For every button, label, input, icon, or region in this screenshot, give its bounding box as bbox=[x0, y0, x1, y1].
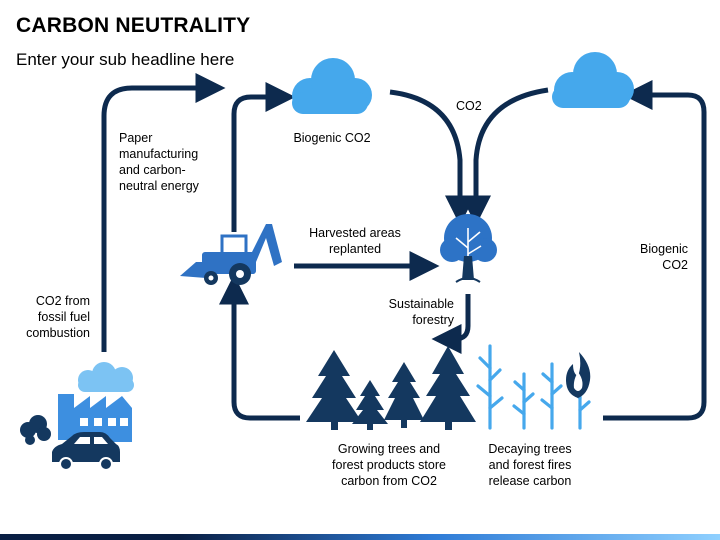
arrow-rightcloud-to-tree bbox=[461, 87, 549, 226]
arrow-forest-to-tractor bbox=[219, 274, 300, 421]
tree-icon bbox=[440, 214, 497, 283]
dead-tree-icon bbox=[476, 344, 504, 430]
cloud-icon bbox=[292, 58, 372, 114]
label-harvested: Harvested areas replanted bbox=[309, 226, 401, 256]
smoke-icon bbox=[20, 415, 51, 445]
pine-tree-icon bbox=[352, 380, 388, 430]
page-title: CARBON NEUTRALITY bbox=[16, 14, 251, 37]
label-biogenic-left: Biogenic CO2 bbox=[293, 131, 371, 145]
label-decaying: Decaying trees and forest fires release … bbox=[488, 442, 572, 488]
car-icon bbox=[52, 432, 120, 471]
label-growing: Growing trees and forest products store … bbox=[332, 442, 446, 488]
tractor-icon bbox=[180, 224, 282, 285]
footer-gradient-bar bbox=[0, 534, 720, 540]
dead-tree-icon bbox=[540, 362, 563, 430]
smoke-icon bbox=[78, 362, 134, 392]
fire-icon bbox=[566, 352, 591, 398]
pine-tree-icon bbox=[384, 362, 424, 428]
pine-tree-icon bbox=[420, 346, 476, 430]
arrow-cloud-to-tree bbox=[389, 89, 475, 226]
label-paper-manufacturing: Paper manufacturing and carbon-neutral e… bbox=[119, 131, 199, 193]
label-biogenic-right: Biogenic CO2 bbox=[640, 242, 688, 272]
arrow-tree-to-forest bbox=[431, 294, 471, 354]
label-co2-top: CO2 bbox=[456, 99, 482, 113]
arrow-decay-to-rightcloud bbox=[603, 80, 707, 421]
arrow-fossil-to-paper bbox=[101, 73, 226, 352]
pine-tree-icon bbox=[306, 350, 362, 430]
label-sustainable: Sustainable forestry bbox=[388, 297, 454, 327]
cloud-icon bbox=[552, 52, 634, 108]
dead-tree-icon bbox=[512, 372, 535, 430]
label-co2-fossil: CO2 from fossil fuel combustion bbox=[26, 294, 90, 340]
page-subtitle: Enter your sub headline here bbox=[16, 50, 235, 69]
arrow-tractor-to-cloud bbox=[231, 82, 296, 232]
